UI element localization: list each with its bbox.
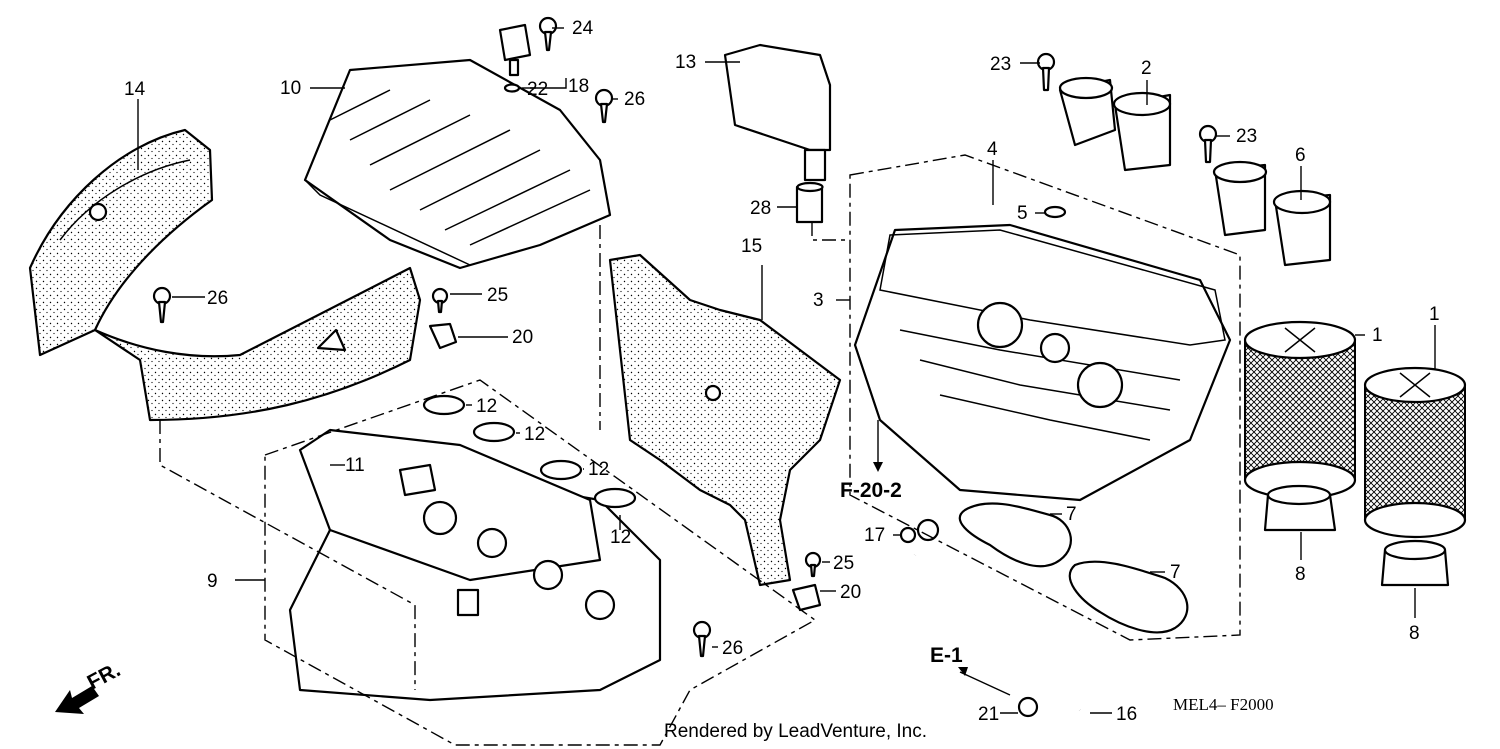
part-22-washer bbox=[503, 83, 521, 93]
callout-2: 2 bbox=[1141, 58, 1152, 79]
part-25-screw-a bbox=[431, 287, 449, 314]
callout-20-b: 20 bbox=[840, 582, 861, 603]
part-21-clamp bbox=[1017, 696, 1039, 718]
callout-21: 21 bbox=[978, 704, 999, 725]
part-23-bolt-a bbox=[1036, 52, 1056, 92]
callout-8-left: 8 bbox=[1295, 564, 1306, 585]
callout-13: 13 bbox=[675, 52, 696, 73]
part-20-clamp-b bbox=[791, 583, 822, 612]
callout-18: 18 bbox=[568, 76, 589, 97]
part-7-gasket-lower bbox=[1068, 560, 1189, 634]
callout-24: 24 bbox=[572, 18, 594, 39]
callout-12-a: 12 bbox=[476, 396, 497, 417]
part-12-seal-rings bbox=[422, 394, 637, 509]
part-1-filter-left bbox=[1243, 320, 1357, 500]
callout-7-upper: 7 bbox=[1066, 504, 1077, 525]
part-7-gasket-upper bbox=[958, 502, 1072, 568]
diagram-code: MEL4– F2000 bbox=[1173, 695, 1274, 714]
part-26-screw-top bbox=[594, 88, 614, 124]
part-15-element-plate bbox=[608, 253, 842, 587]
callout-14: 14 bbox=[124, 79, 146, 100]
callout-15: 15 bbox=[741, 236, 762, 257]
part-28-collar bbox=[795, 181, 824, 224]
part-2-funnel bbox=[1058, 76, 1172, 172]
part-25-screw-b bbox=[804, 551, 822, 578]
callout-6: 6 bbox=[1295, 145, 1306, 166]
callout-8-right: 8 bbox=[1409, 623, 1420, 644]
part-seal-washer bbox=[916, 518, 940, 542]
callout-9: 9 bbox=[207, 571, 218, 592]
callout-12-b: 12 bbox=[524, 424, 545, 445]
callout-16: 16 bbox=[1116, 704, 1137, 725]
part-18-sensor bbox=[498, 23, 532, 77]
callout-3: 3 bbox=[813, 290, 824, 311]
callout-23-a: 23 bbox=[990, 54, 1011, 75]
reference-f-20-2: F-20-2 bbox=[840, 479, 902, 502]
callout-12-d: 12 bbox=[610, 527, 631, 548]
part-26-screw-left bbox=[152, 286, 172, 324]
rendered-by-credit: Rendered by LeadVenture, Inc. bbox=[664, 721, 927, 742]
callout-1-right: 1 bbox=[1429, 304, 1440, 325]
front-direction-arrow: FR. bbox=[55, 658, 124, 714]
leader-lines bbox=[137, 27, 1436, 714]
callout-10: 10 bbox=[280, 78, 301, 99]
part-6-funnel bbox=[1212, 160, 1332, 267]
callout-5: 5 bbox=[1017, 203, 1028, 224]
part-20-clamp-a bbox=[428, 322, 458, 350]
reference-e-1: E-1 bbox=[930, 644, 963, 667]
part-9-air-cleaner-base bbox=[288, 428, 662, 702]
callout-11: 11 bbox=[345, 455, 365, 476]
part-14-side-shroud bbox=[28, 128, 422, 422]
callout-26-bottom: 26 bbox=[722, 638, 743, 659]
callout-26-top: 26 bbox=[624, 89, 645, 110]
part-8-joint-right bbox=[1380, 539, 1450, 587]
callout-7-lower: 7 bbox=[1170, 562, 1181, 583]
callout-25-b: 25 bbox=[833, 553, 854, 574]
part-17-clip bbox=[899, 526, 917, 544]
callout-12-c: 12 bbox=[588, 459, 609, 480]
callout-28: 28 bbox=[750, 198, 771, 219]
callout-25-a: 25 bbox=[487, 285, 508, 306]
callout-22: 22 bbox=[527, 79, 548, 100]
callout-4: 4 bbox=[987, 139, 998, 160]
callout-17: 17 bbox=[864, 525, 885, 546]
part-24-screw bbox=[538, 16, 558, 52]
part-5-washer bbox=[1043, 205, 1067, 219]
part-23-bolt-b bbox=[1198, 124, 1218, 164]
callout-20-a: 20 bbox=[512, 327, 533, 348]
callout-23-b: 23 bbox=[1236, 126, 1257, 147]
callout-26-left: 26 bbox=[207, 288, 228, 309]
part-1-filter-right bbox=[1363, 366, 1467, 539]
part-26-screw-bottom bbox=[692, 620, 712, 658]
assembly-lines bbox=[159, 154, 1241, 746]
part-3-housing bbox=[853, 223, 1232, 502]
part-16-hose bbox=[907, 553, 1087, 713]
part-10-air-cleaner-cover bbox=[303, 58, 612, 270]
callout-1-left: 1 bbox=[1372, 325, 1383, 346]
part-13-chamber bbox=[723, 43, 832, 182]
part-8-joint-left bbox=[1263, 484, 1337, 532]
